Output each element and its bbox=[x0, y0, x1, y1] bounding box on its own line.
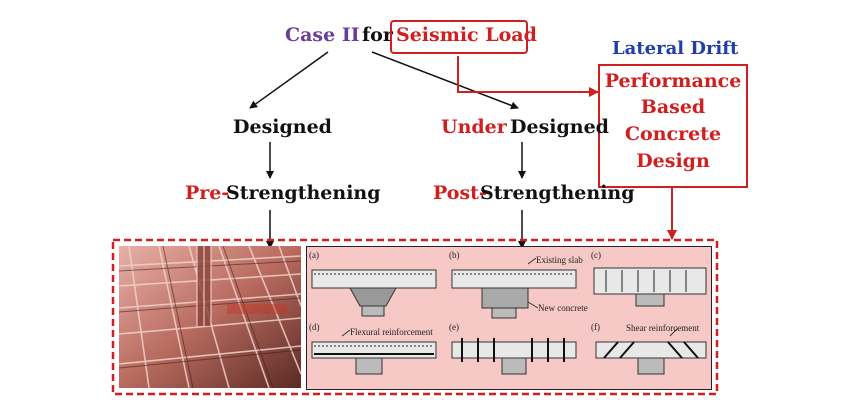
case-label: Case II bbox=[285, 24, 360, 46]
post-strengthening-label: Strengthening bbox=[480, 182, 635, 204]
rebar-cage-photo bbox=[119, 246, 301, 388]
strengthening-dashed-frame bbox=[111, 238, 719, 396]
arrow-seismic-to-pbcd bbox=[457, 56, 599, 97]
pbcd-line-2: Based bbox=[640, 96, 706, 118]
seismic-load-box bbox=[390, 20, 528, 54]
under-prefix: Under bbox=[441, 116, 507, 138]
arrow-to-designed bbox=[249, 51, 329, 109]
lateral-drift-label: Lateral Drift bbox=[612, 38, 739, 59]
pbcd-line-1: Performance bbox=[604, 70, 742, 92]
pre-prefix: Pre- bbox=[185, 182, 230, 204]
pre-strengthening-label: Strengthening bbox=[226, 182, 381, 204]
post-prefix: Post- bbox=[433, 182, 487, 204]
arrow-to-under-designed bbox=[371, 51, 519, 110]
drawing-a bbox=[311, 269, 437, 317]
drawing-e bbox=[451, 338, 577, 375]
new-concrete-label: New concrete bbox=[538, 303, 588, 313]
pbcd-line-4: Design bbox=[636, 150, 710, 172]
pbcd-box bbox=[598, 64, 748, 188]
pbcd-line-3: Concrete bbox=[624, 123, 722, 145]
drawing-b bbox=[451, 257, 577, 319]
panel-drawings bbox=[311, 257, 707, 375]
shear-reinforcement-label: Shear reinforcement bbox=[626, 323, 700, 333]
designed-label: Designed bbox=[233, 116, 332, 138]
drawing-f bbox=[595, 327, 707, 375]
existing-slab-label: Existing slab bbox=[536, 255, 583, 265]
under-designed-label: Designed bbox=[510, 116, 609, 138]
for-label: for bbox=[362, 24, 393, 46]
panel-label-c: (c) bbox=[591, 250, 601, 260]
flexural-reinforcement-label: Flexural reinforcement bbox=[350, 327, 433, 337]
seismic-load-label: Seismic Load bbox=[396, 24, 537, 46]
panel-label-d: (d) bbox=[309, 322, 320, 332]
drawing-c bbox=[593, 267, 707, 307]
panel-label-f: (f) bbox=[591, 322, 600, 332]
drawing-d bbox=[311, 329, 437, 375]
panel-label-b: (b) bbox=[449, 250, 460, 260]
panel-label-e: (e) bbox=[449, 322, 459, 332]
panel-label-a: (a) bbox=[309, 250, 319, 260]
